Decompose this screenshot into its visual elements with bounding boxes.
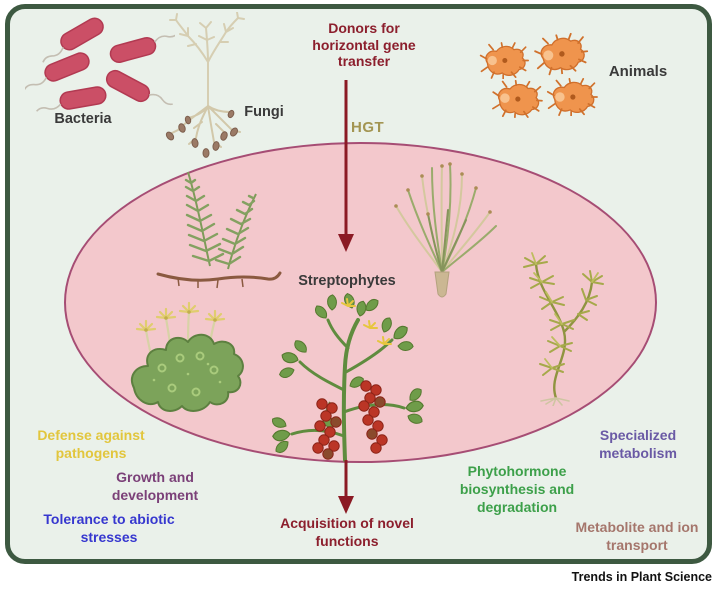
tardigrade-icon [479, 42, 529, 79]
tardigrade-icon [546, 78, 598, 116]
function-tolerance-label: Tolerance to abiotic stresses [43, 511, 175, 545]
bacteria-icon [25, 17, 175, 112]
function-specialized-label: Specialized metabolism [599, 427, 677, 461]
tardigrade-icon [490, 78, 545, 120]
function-defense-label: Defense against pathogens [37, 427, 145, 461]
tardigrade-icon [532, 31, 591, 77]
tomato-plant-icon [269, 292, 425, 462]
function-phytohormone-label: Phytohormone biosynthesis and degradatio… [459, 463, 575, 515]
function-metabolite-label: Metabolite and ion transport [575, 519, 699, 553]
streptophytes-label: Streptophytes [298, 273, 396, 289]
fungi-label: Fungi [244, 104, 284, 120]
animals-label: Animals [608, 63, 668, 80]
donors-heading: Donors for horizontal gene transfer [312, 20, 416, 70]
hgt-label: HGT [351, 119, 385, 136]
journal-name: Trends in Plant Science [571, 570, 712, 584]
hgt-arrow-icon [338, 80, 354, 252]
liverwort-icon [130, 301, 244, 412]
function-growth-label: Growth and development [111, 469, 199, 503]
horsetail-icon [394, 162, 497, 298]
fungi-icon [165, 12, 245, 158]
acquisition-arrow-icon [338, 460, 354, 514]
bacteria-label: Bacteria [54, 111, 112, 127]
acquisition-label: Acquisition of novel functions [280, 515, 414, 549]
chara-algae-icon [523, 252, 604, 406]
fern-icon [156, 171, 282, 289]
